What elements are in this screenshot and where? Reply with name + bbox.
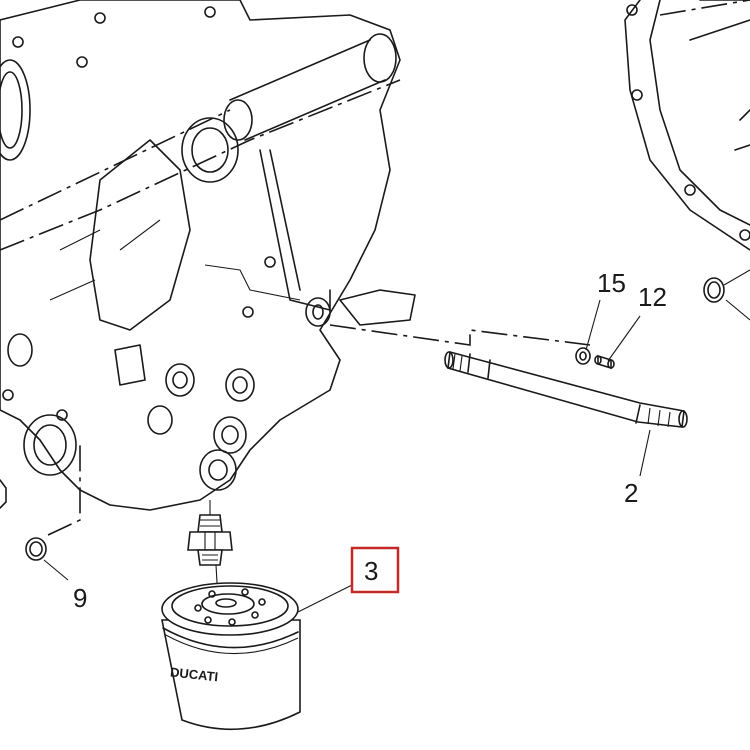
filter-brand-label: DUCATI — [169, 664, 218, 684]
right-cover-half — [624, 0, 750, 251]
callout-2: 2 — [624, 478, 638, 508]
oring-9 — [0, 440, 81, 561]
callout-3: 3 — [364, 556, 378, 586]
stud-bolt — [329, 324, 688, 428]
oil-filter: DUCATI — [161, 582, 301, 731]
callout-12: 12 — [638, 282, 667, 312]
filter-nipple — [187, 500, 233, 601]
dowel-12 — [594, 354, 615, 370]
callout-3-highlight-box — [350, 546, 400, 594]
washer-15 — [575, 347, 591, 365]
right-oring — [703, 269, 750, 321]
callout-15: 15 — [597, 268, 626, 298]
crankcase-half — [0, 0, 416, 511]
leader-lines — [43, 299, 651, 613]
callout-9: 9 — [73, 583, 87, 613]
